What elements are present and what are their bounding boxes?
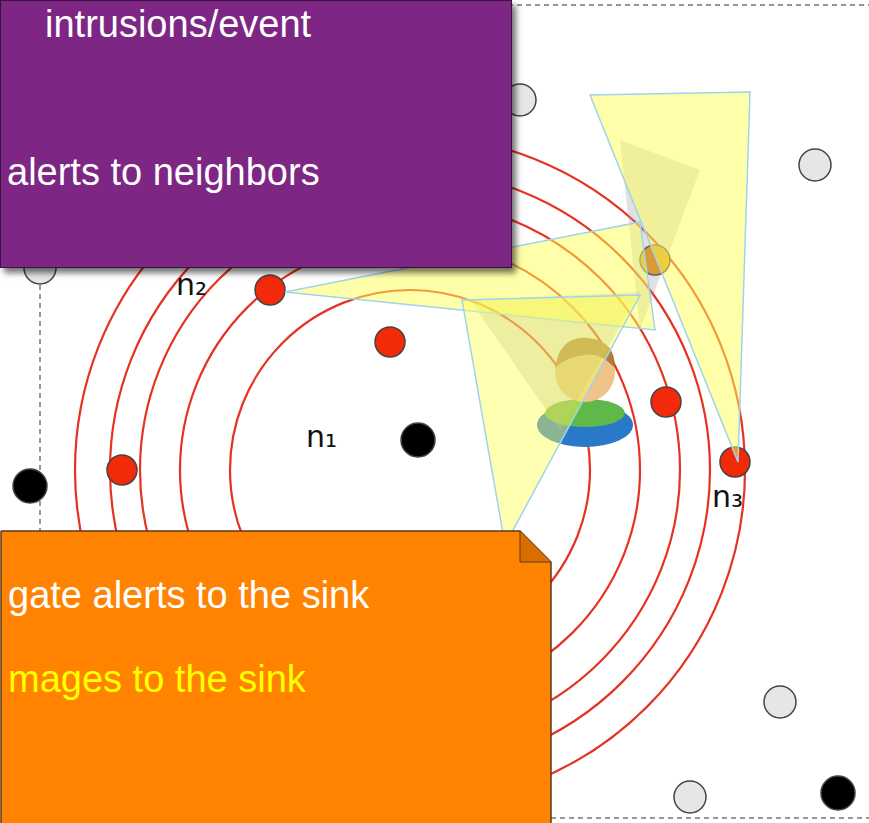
sensor-label: n₁ (306, 420, 337, 453)
camera-fov (590, 92, 750, 462)
box-text: mages to the sink (8, 658, 306, 702)
box-fold (520, 531, 551, 562)
box-fill (1, 531, 551, 823)
idle-sensor (799, 149, 831, 181)
box-text: gate alerts to the sink (8, 574, 369, 618)
camera-fov (462, 295, 640, 545)
alerted-sensor (651, 387, 681, 417)
info-box: intrusions/event alerts to neighbors (0, 0, 512, 268)
box-text: intrusions/event (45, 3, 311, 47)
sleeping-sensor (821, 776, 855, 810)
alerted-sensor (107, 455, 137, 485)
sensor-label: n₂ (176, 268, 207, 301)
sensor-label: n₃ (712, 480, 743, 513)
info-box: gate alerts to the sink mages to the sink (0, 530, 552, 823)
sleeping-sensor (401, 423, 435, 457)
idle-sensor (674, 781, 706, 813)
sleeping-sensor (13, 469, 47, 503)
alerted-sensor (255, 275, 285, 305)
alerted-sensor (375, 327, 405, 357)
box-text: alerts to neighbors (7, 151, 320, 195)
idle-sensor (764, 686, 796, 718)
